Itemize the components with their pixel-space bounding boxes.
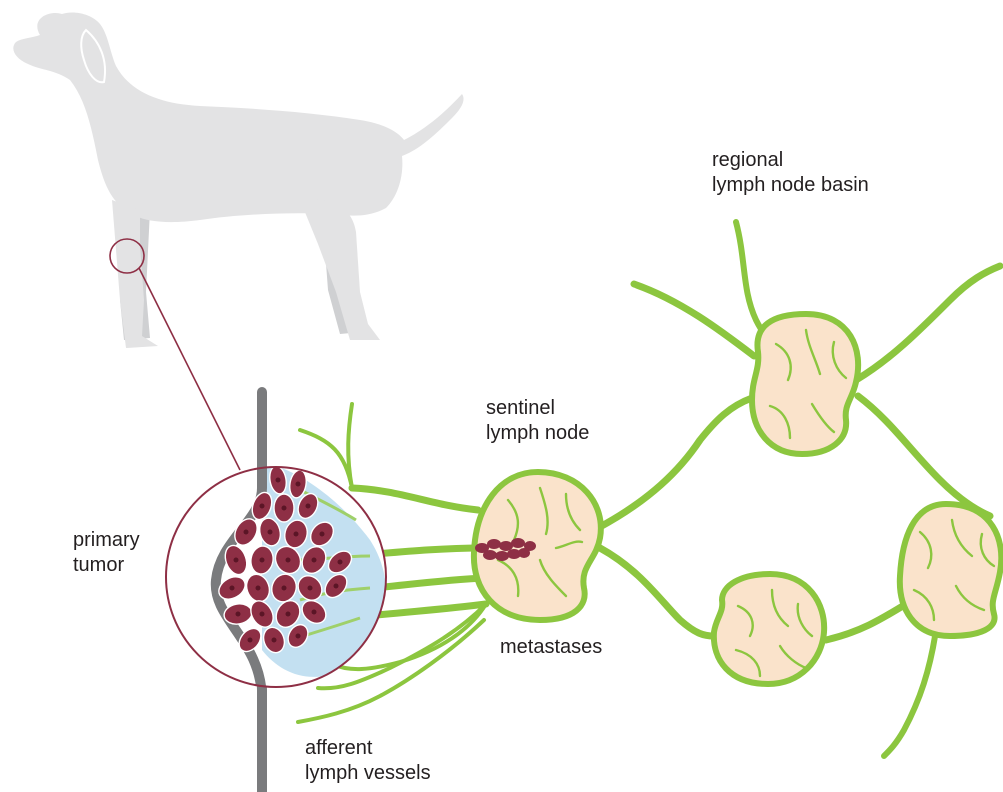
sentinel-lymph-node bbox=[474, 472, 601, 620]
afferent-lymph-vessels-label: afferent lymph vessels bbox=[305, 736, 431, 786]
regional-lymph-node-basin-label: regional lymph node basin bbox=[712, 148, 869, 198]
regional-lymph-node bbox=[752, 314, 858, 454]
efferent-vessel bbox=[858, 396, 990, 516]
efferent-vessel bbox=[600, 548, 714, 636]
primary-tumor-callout bbox=[166, 460, 386, 700]
efferent-vessel bbox=[634, 284, 754, 356]
primary-tumor-label: primary tumor bbox=[73, 528, 140, 578]
label-line: primary bbox=[73, 528, 140, 553]
dog-silhouette-icon bbox=[13, 12, 463, 348]
regional-lymph-node bbox=[714, 574, 824, 684]
label-line: afferent bbox=[305, 736, 431, 761]
label-line: metastases bbox=[500, 635, 602, 660]
label-line: sentinel bbox=[486, 396, 589, 421]
efferent-vessel bbox=[856, 266, 1000, 380]
label-line: lymph node bbox=[486, 421, 589, 446]
efferent-vessel bbox=[884, 630, 936, 756]
metastases-label: metastases bbox=[500, 635, 602, 660]
efferent-vessel bbox=[826, 604, 906, 640]
regional-lymph-node bbox=[900, 504, 1001, 636]
sentinel-lymph-node-label: sentinel lymph node bbox=[486, 396, 589, 446]
label-line: regional bbox=[712, 148, 869, 173]
efferent-vessel bbox=[598, 398, 752, 528]
label-line: lymph vessels bbox=[305, 761, 431, 786]
lymph-vessels bbox=[298, 222, 1003, 756]
label-line: tumor bbox=[73, 553, 140, 578]
label-line: lymph node basin bbox=[712, 173, 869, 198]
